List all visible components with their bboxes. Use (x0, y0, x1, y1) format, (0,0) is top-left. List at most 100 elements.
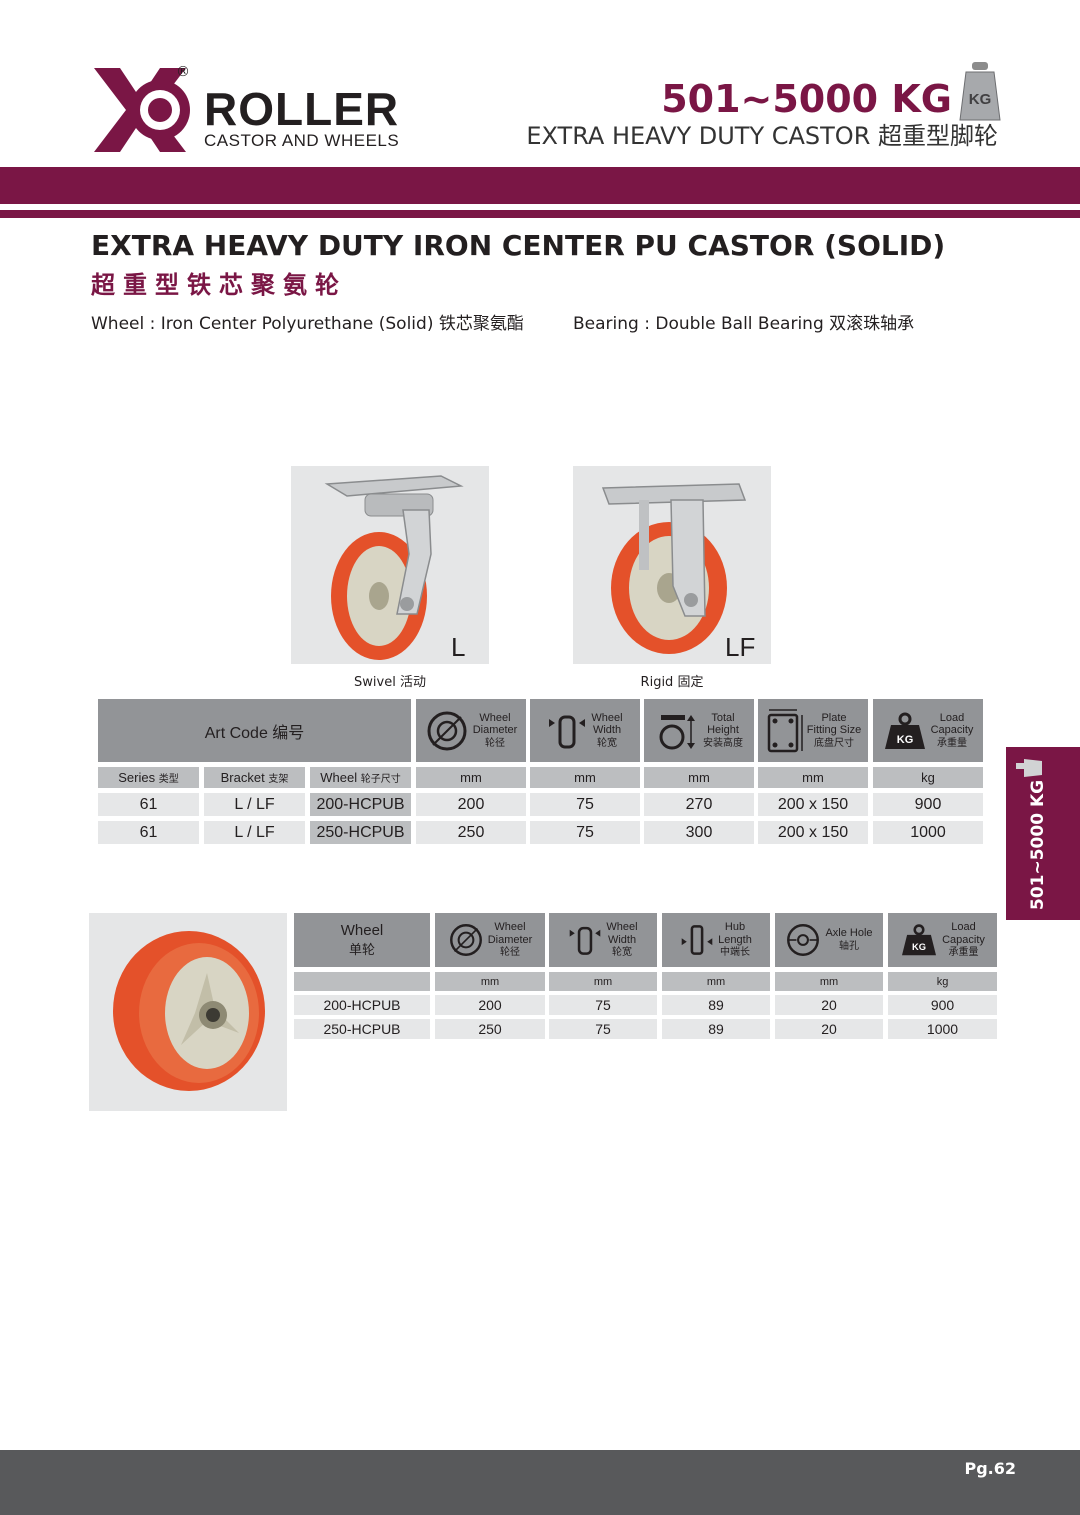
svg-text:KG: KG (912, 942, 926, 952)
wheel-table-label-cn: 单轮 (348, 942, 375, 957)
castor-row-1-diameter: 200 (416, 793, 526, 816)
castor-col-plate-cn: 底盘尺寸 (813, 737, 854, 749)
width-unit: mm (530, 767, 640, 788)
castor-row-2-load: 1000 (873, 821, 983, 844)
castor-col-load-en: Load Capacity (930, 711, 974, 737)
page-footer (0, 1450, 1080, 1515)
wheel-row-2-diameter: 250 (435, 1019, 545, 1039)
wheel-image (89, 913, 287, 1111)
castor-col-load-cn: 承重量 (936, 737, 967, 749)
header-band (0, 167, 1080, 204)
castor-col-diameter-cn: 轮径 (485, 737, 505, 749)
header-subtitle: EXTRA HEAVY DUTY CASTOR 超重型脚轮 (526, 122, 998, 150)
swivel-caption: Swivel 活动 (354, 675, 426, 690)
wheel-size-subheader-en: Wheel (320, 770, 358, 785)
wheel-diameter-unit: mm (435, 972, 545, 991)
castor-row-2-width: 75 (530, 821, 640, 844)
wheel-width-icon (549, 715, 586, 748)
castor-col-diameter-en: Wheel Diameter (472, 711, 518, 737)
castor-row-1-width: 75 (530, 793, 640, 816)
wheel-col-axle-en: Axle Hole (825, 927, 873, 940)
wheel-row-2-hub: 89 (662, 1019, 770, 1039)
brand-name: ROLLER (204, 83, 400, 135)
weight-kg-icon: KG (959, 62, 1001, 121)
load-capacity-icon: KG (884, 712, 925, 749)
castor-row-1-series: 61 (98, 793, 199, 816)
registered-mark: ® (176, 64, 190, 80)
bracket-subheader-cn: 支架 (268, 774, 289, 785)
wheel-hub-unit: mm (662, 972, 770, 991)
brand-logo: ® ROLLER CASTOR AND WHEELS (92, 64, 442, 156)
plate-unit: mm (758, 767, 868, 788)
bracket-subheader: Bracket 支架 (204, 767, 305, 788)
hub-length-icon (681, 925, 713, 955)
wheel-unit-blank (294, 972, 430, 991)
wheel-col-width-en: Wheel Width (606, 921, 638, 946)
swivel-castor-illustration (324, 475, 464, 660)
wheel-row-2-load: 1000 (888, 1019, 997, 1039)
castor-col-height-cn: 安装高度 (703, 737, 743, 749)
bracket-subheader-en: Bracket (220, 770, 265, 785)
header-band-thin (0, 210, 1080, 218)
castor-row-2-height: 300 (644, 821, 754, 844)
castor-col-plate-en: Plate Fitting Size (806, 711, 862, 737)
castor-row-2-wheel: 250-HCPUB (310, 821, 411, 844)
bearing-spec: Bearing : Double Ball Bearing 双滚珠轴承 (573, 314, 915, 334)
brand-tagline: CASTOR AND WHEELS (204, 131, 400, 150)
product-title-en: EXTRA HEAVY DUTY IRON CENTER PU CASTOR (… (91, 229, 946, 262)
product-title-cn: 超重型铁芯聚氨轮 (91, 271, 347, 299)
wheel-row-1-axle: 20 (775, 995, 883, 1015)
wheel-diameter-icon (449, 924, 482, 956)
wheel-col-diameter-cn: 轮径 (500, 947, 520, 959)
load-capacity-icon: KG (902, 924, 937, 956)
castor-row-2-series: 61 (98, 821, 199, 844)
side-tab-label: 501~5000 KG (1028, 779, 1048, 910)
wheel-col-load-en: Load Capacity (942, 921, 985, 946)
wheel-row-1-hub: 89 (662, 995, 770, 1015)
svg-text:KG: KG (896, 734, 913, 746)
diameter-unit: mm (416, 767, 526, 788)
castor-row-1-height: 270 (644, 793, 754, 816)
wheel-row-1-load: 900 (888, 995, 997, 1015)
rigid-caption: Rigid 固定 (640, 675, 704, 690)
castor-row-2-diameter: 250 (416, 821, 526, 844)
castor-row-1-load: 900 (873, 793, 983, 816)
wheel-col-axle-cn: 轴孔 (838, 941, 859, 952)
series-subheader-cn: 类型 (158, 774, 179, 785)
pu-wheel-illustration (113, 931, 265, 1091)
wheel-col-hub-en: Hub Length (718, 921, 752, 946)
wheel-axle-unit: mm (775, 972, 883, 991)
castor-row-2-bracket: L / LF (204, 821, 305, 844)
page-number: Pg.62 (964, 1459, 1016, 1478)
weight-icon-label: KG (969, 91, 992, 108)
rigid-bracket-letter: LF (725, 632, 756, 662)
total-height-icon (659, 714, 695, 749)
header-weight-range: 501~5000 KG (661, 77, 952, 121)
castor-row-1-bracket: L / LF (204, 793, 305, 816)
wheel-load-unit: kg (888, 972, 997, 991)
wheel-col-diameter-en: Wheel Diameter (487, 921, 533, 946)
rigid-castor-image: LF (573, 466, 771, 664)
wheel-diameter-icon (427, 711, 467, 750)
castor-col-width-cn: 轮宽 (597, 737, 617, 749)
wheel-size-subheader-cn: 轮子尺寸 (360, 774, 401, 785)
swivel-castor-image: L (291, 466, 489, 664)
castor-col-height-en: Total Height (707, 711, 739, 737)
series-subheader: Series 类型 (98, 767, 199, 788)
wheel-row-2-name: 250-HCPUB (294, 1019, 430, 1039)
load-unit: kg (873, 767, 983, 788)
height-unit: mm (644, 767, 754, 788)
castor-row-1-plate: 200 x 150 (758, 793, 868, 816)
wheel-col-hub-cn: 中端长 (720, 947, 750, 959)
wheel-size-subheader: Wheel 轮子尺寸 (310, 767, 411, 788)
wheel-table-label-en: Wheel (340, 922, 384, 939)
side-weight-icon (1016, 759, 1042, 777)
weight-range-side-tab (1006, 747, 1080, 920)
wheel-spec: Wheel : Iron Center Polyurethane (Solid)… (91, 314, 524, 334)
